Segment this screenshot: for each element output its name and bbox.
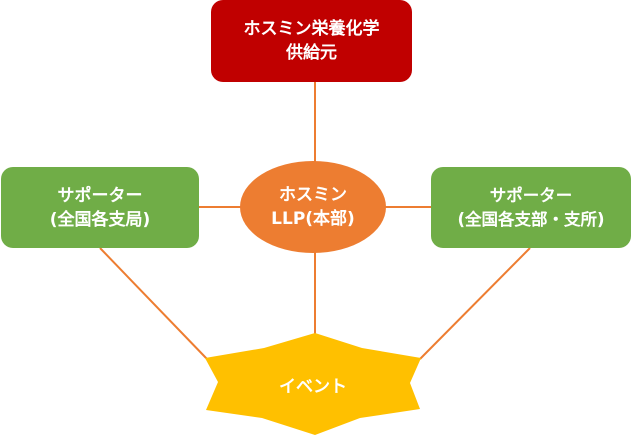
supporter-right-label-line-1: サポーター [489, 185, 573, 205]
connector-right-event [419, 247, 531, 360]
hq-label-line-1: ホスミン [279, 185, 347, 205]
event-node[interactable]: イベント [205, 333, 421, 435]
supplier-label-line-2: 供給元 [286, 43, 337, 63]
supplier-node[interactable]: ホスミン栄養化学 供給元 [211, 0, 412, 82]
supporter-left-label-line-2: (全国各支局) [49, 209, 151, 230]
hq-label-line-2: LLP(本部) [271, 209, 355, 229]
supporter-left-label-line-1: サポーター [57, 185, 143, 206]
event-label: イベント [279, 376, 347, 397]
hq-node[interactable]: ホスミン LLP(本部) [240, 161, 386, 253]
event-star-shape [205, 333, 421, 435]
supporter-right-node[interactable]: サポーター (全国各支部・支所) [431, 167, 631, 248]
connector-left-event [99, 247, 208, 360]
supporter-right-label-line-2: (全国各支部・支所) [457, 209, 605, 229]
supporter-left-node[interactable]: サポーター (全国各支局) [1, 167, 199, 248]
supplier-label-line-1: ホスミン栄養化学 [243, 19, 380, 39]
